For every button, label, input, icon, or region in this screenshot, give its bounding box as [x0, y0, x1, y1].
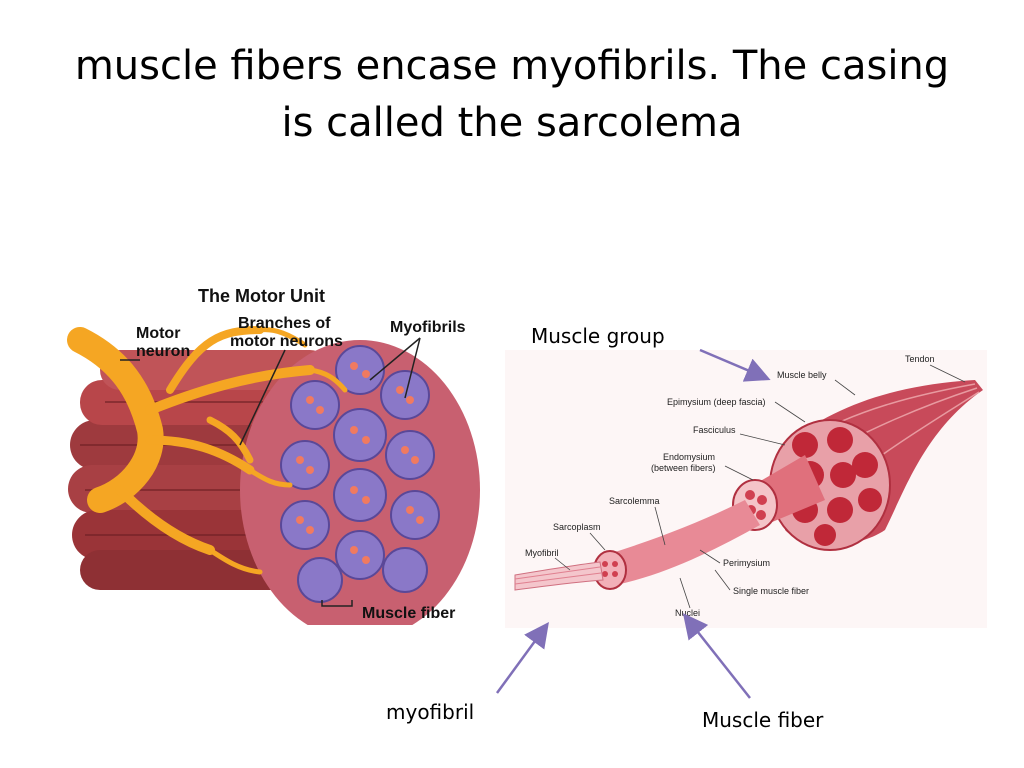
- endomysium-label-1: Endomysium: [663, 452, 715, 462]
- muscle-fiber-callout: Muscle fiber: [702, 708, 824, 732]
- fasciculus: [732, 455, 825, 531]
- single-fiber-label: Single muscle fiber: [733, 586, 809, 596]
- endomysium-label-2: (between fibers): [651, 463, 716, 473]
- fasciculus-label: Fasciculus: [693, 425, 736, 435]
- perimysium-label: Perimysium: [723, 558, 770, 568]
- branches-label-1: Branches of: [238, 315, 331, 332]
- motor-unit-figure: The Motor Unit Motor neuron Branches of …: [67, 286, 480, 625]
- motor-neuron: [67, 326, 348, 575]
- muscle-group-arrow: [699, 348, 771, 382]
- title-line-1: muscle fibers encase myofibrils. The cas…: [74, 43, 950, 89]
- title-line-2: is called the sarcolema: [281, 100, 743, 146]
- leader-lines: [120, 337, 421, 607]
- slide-title: muscle fibers encase myofibrils. The cas…: [40, 38, 984, 152]
- cross-section: [240, 340, 480, 625]
- motor-label: Motor: [136, 325, 180, 342]
- myofibril-callout: myofibril: [386, 700, 475, 724]
- muscle-belly-label: Muscle belly: [777, 370, 827, 380]
- myofibrils-label: Myofibrils: [390, 319, 466, 336]
- tendon-label: Tendon: [905, 354, 935, 364]
- muscle-group-callout: Muscle group: [531, 324, 665, 348]
- sarcoplasm-label: Sarcoplasm: [553, 522, 601, 532]
- motor-unit-title: The Motor Unit: [198, 286, 325, 306]
- muscle-fiber-arrow: [682, 613, 751, 699]
- branches-label-2: motor neurons: [230, 333, 343, 350]
- muscle-fiber-label: Muscle fiber: [362, 605, 455, 622]
- nuclei-label: Nuclei: [675, 608, 700, 618]
- myofibril-fig-label: Myofibril: [525, 548, 559, 558]
- epimysium-label: Epimysium (deep fascia): [667, 397, 766, 407]
- sarcolemma-label: Sarcolemma: [609, 496, 660, 506]
- myofibril-arrow: [495, 621, 549, 694]
- single-fiber: [514, 500, 760, 591]
- neuron-label: neuron: [136, 343, 190, 360]
- anatomy-leader-lines: [554, 364, 966, 609]
- muscle-anatomy-figure: Tendon Muscle belly Epimysium (deep fasc…: [505, 350, 987, 628]
